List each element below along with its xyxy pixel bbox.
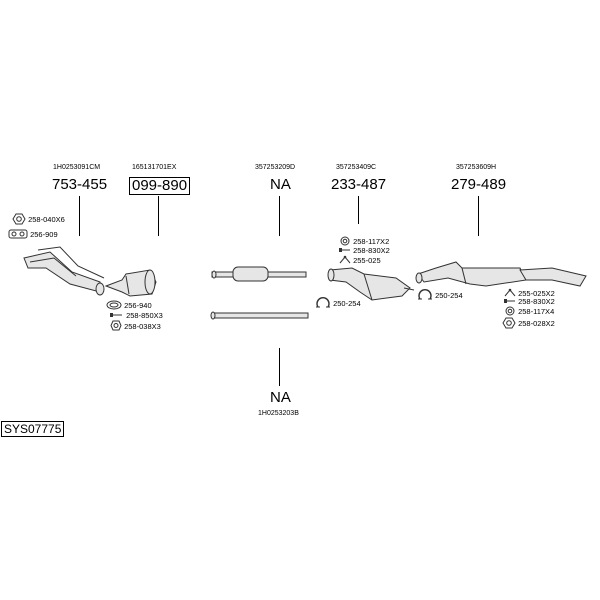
part-number: 233-487 [331,176,387,193]
oe-number: 165131701EX [132,164,177,171]
part-number: 279-489 [451,176,507,193]
hardware-item: 250-254 [417,288,463,303]
hardware-item: 255-025 [339,255,381,266]
leader-line [279,348,280,386]
catalytic-converter-drawing [104,269,157,297]
clamp-icon [316,297,330,308]
leader-line [478,196,479,236]
part-number: 753-455 [52,176,108,193]
nut-icon [110,320,122,331]
bolt-icon [339,248,350,252]
part-number: NA [270,389,291,406]
intermediate-pipe-drawing [210,311,309,320]
oe-number: 1H0253203B [258,410,299,417]
leader-line [358,196,359,224]
part-number: NA [270,176,291,193]
nut-icon [502,317,516,329]
front-pipe-drawing [23,246,105,296]
oe-number: 357253609H [456,164,497,171]
hardware-item: 250-254 [315,296,361,311]
hardware-item: 256-909 [8,228,58,242]
system-code-label: SYS07775 [1,421,65,437]
hardware-item: 258-038X3 [110,320,161,333]
leader-line [158,196,159,236]
bolt-icon [504,299,515,303]
gasket-icon [8,229,28,239]
ring-icon [505,306,515,316]
oe-number: 1H0253091CM [53,164,101,171]
nut-icon [12,213,26,225]
hardware-item: 258-040X6 [12,213,65,227]
hardware-item: 256-940 [106,300,152,312]
ring-gasket-icon [106,300,122,310]
hardware-item: 258-117X2 [339,236,389,248]
hanger-icon [504,288,516,297]
hardware-item: 255-025X2 [504,288,555,299]
hanger-icon [339,255,351,264]
hardware-item: 258-028X2 [502,317,555,331]
clamp-icon [418,289,432,300]
middle-silencer-drawing [327,267,415,301]
center-silencer-drawing [211,266,307,282]
rear-silencer-drawing [415,261,587,287]
oe-number: 357253209D [255,164,296,171]
hardware-item: 258-117X4 [504,306,554,318]
part-number: 099-890 [129,177,191,195]
bolt-icon [110,313,122,317]
hardware-item: 258-850X3 [110,311,163,321]
hardware-item: 258-830X2 [339,246,390,256]
leader-line [79,196,80,236]
ring-icon [340,236,350,246]
leader-line [279,196,280,236]
hardware-item: 258-830X2 [504,297,555,307]
oe-number: 357253409C [336,164,377,171]
